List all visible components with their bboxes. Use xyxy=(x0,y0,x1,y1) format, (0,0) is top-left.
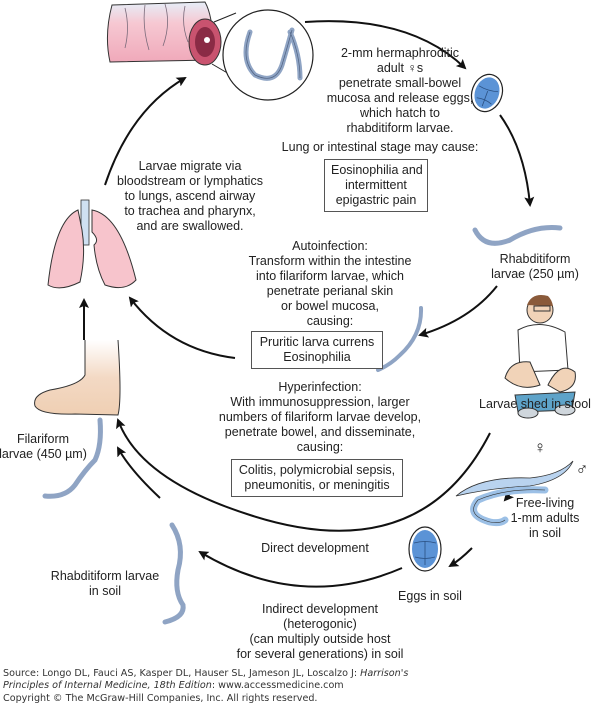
text-line: Larvae migrate via xyxy=(138,159,242,173)
male-symbol: ♂ xyxy=(575,460,589,479)
text-line: Autoinfection: xyxy=(292,239,368,253)
adults-in-bowel-label: 2-mm hermaphroditic adult ♀s penetrate s… xyxy=(305,46,495,136)
text-line: causing: xyxy=(296,440,344,454)
text-line: Filariform xyxy=(16,432,70,446)
copyright-notice: Copyright © The McGraw-Hill Companies, I… xyxy=(3,693,318,704)
direct-development-label: Direct development xyxy=(261,541,369,555)
text-line: pneumonitis, or meningitis xyxy=(244,478,390,492)
person-defecating-illustration xyxy=(504,295,576,419)
text-line: Rhabditiform xyxy=(499,252,571,266)
text-line: causing: xyxy=(306,314,354,328)
rhabditiform-soil-label: Rhabditiform larvae in soil xyxy=(40,569,170,599)
text-line: Colitis, polymicrobial sepsis, xyxy=(238,463,396,477)
autoinfection-label: Autoinfection: Transform within the inte… xyxy=(240,239,420,329)
text-line: 2-mm hermaphroditic xyxy=(340,46,460,60)
text-line: mucosa and release eggs, xyxy=(326,91,474,105)
text-line: in soil xyxy=(89,584,121,598)
egg-in-soil-icon xyxy=(408,526,442,572)
intestine-illustration xyxy=(106,1,222,66)
egg-icon xyxy=(470,73,504,113)
filariform-larvae-label: Filariform larvae (450 µm) xyxy=(0,432,96,462)
colitis-box: Colitis, polymicrobial sepsis, pneumonit… xyxy=(231,459,403,497)
text-line: Pruritic larva currens xyxy=(259,335,375,349)
eggs-in-soil-label: Eggs in soil xyxy=(398,589,462,603)
text-line: Indirect development xyxy=(261,602,379,616)
arrow-lungs-to-intestine xyxy=(104,76,187,186)
text-line: penetrate bowel, and disseminate, xyxy=(224,425,416,439)
source-book-title-cont: Principles of Internal Medicine, 18th Ed… xyxy=(3,680,212,691)
arrow-autoinfection-to-lungs xyxy=(128,296,236,359)
text-line: numbers of filariform larvae develop, xyxy=(218,410,422,424)
text-line: (can multiply outside host xyxy=(249,632,391,646)
foot-illustration xyxy=(34,339,121,416)
indirect-development-label: Indirect development (heterogonic) (can … xyxy=(220,602,420,662)
arrow-adults-to-eggs xyxy=(448,547,473,568)
text-line: Eosinophilia xyxy=(283,350,351,364)
arrow-hyperinfection xyxy=(116,418,491,532)
text-line: and are swallowed. xyxy=(136,219,244,233)
female-symbol: ♀ xyxy=(533,438,547,457)
text-line: which hatch to xyxy=(360,106,440,120)
hyperinfection-label: Hyperinfection: With immunosuppression, … xyxy=(210,380,430,455)
source-text: Source: Longo DL, Fauci AS, Kasper DL, H… xyxy=(3,668,361,679)
text-line: rhabditiform larvae. xyxy=(346,121,454,135)
lungs-illustration xyxy=(47,199,137,289)
arrow-autoinfection xyxy=(418,285,498,338)
arrow-egg-to-larvae xyxy=(499,114,535,207)
arrow-to-egg xyxy=(304,20,467,70)
text-line: With immunosuppression, larger xyxy=(230,395,410,409)
magnified-adult-worm xyxy=(211,9,314,101)
free-living-adults-illustration xyxy=(455,460,574,527)
text-line: Hyperinfection: xyxy=(278,380,362,394)
larvae-shed-label: Larvae shed in stool xyxy=(479,397,591,411)
text-line: to lungs, ascend airway xyxy=(124,189,256,203)
text-line: Transform within the intestine xyxy=(248,254,412,268)
soil-rhabditiform-larva-icon xyxy=(162,522,186,625)
eosinophilia-pain-box: Eosinophilia and intermittent epigastric… xyxy=(324,159,428,212)
text-line: to trachea and pharynx, xyxy=(124,204,256,218)
text-line: for several generations) in soil xyxy=(236,647,404,661)
text-line: Rhabditiform larvae xyxy=(50,569,160,583)
lung-stage-label: Lung or intestinal stage may cause: xyxy=(281,140,479,154)
filariform-larva-icon xyxy=(42,417,103,499)
arrow-soil-to-filariform xyxy=(117,446,161,499)
rhabditiform-larvae-label: Rhabditiform larvae (250 µm) xyxy=(480,252,590,282)
text-line: larvae (250 µm) xyxy=(491,267,579,281)
migration-label: Larvae migrate via bloodstream or lympha… xyxy=(110,159,270,234)
larva-currens-box: Pruritic larva currens Eosinophilia xyxy=(251,331,383,369)
text-line: or bowel mucosa, xyxy=(281,299,379,313)
text-line: in soil xyxy=(529,526,561,540)
text-line: adult ♀s xyxy=(376,61,424,75)
text-line: penetrate perianal skin xyxy=(266,284,394,298)
free-living-label: Free-living 1-mm adults in soil xyxy=(500,496,590,541)
text-line: epigastric pain xyxy=(335,193,417,207)
text-line: bloodstream or lymphatics xyxy=(117,174,263,188)
text-line: intermittent xyxy=(345,178,407,192)
cycle-arrows xyxy=(79,20,535,588)
source-citation: Source: Longo DL, Fauci AS, Kasper DL, H… xyxy=(3,668,408,692)
text-line: larvae (450 µm) xyxy=(0,447,87,461)
autoinfection-larva-icon xyxy=(376,306,424,372)
text-line: Eosinophilia and xyxy=(331,163,423,177)
text-line: penetrate small-bowel xyxy=(338,76,462,90)
text-line: (heterogonic) xyxy=(283,617,357,631)
text-line: 1-mm adults xyxy=(510,511,580,525)
source-url: : www.accessmedicine.com xyxy=(211,680,344,691)
text-line: Free-living xyxy=(515,496,575,510)
arrow-direct-development xyxy=(198,550,403,588)
rhabditiform-larva-icon xyxy=(472,225,563,246)
text-line: into filariform larvae, which xyxy=(256,269,404,283)
source-book-title: Harrison's xyxy=(360,668,409,679)
